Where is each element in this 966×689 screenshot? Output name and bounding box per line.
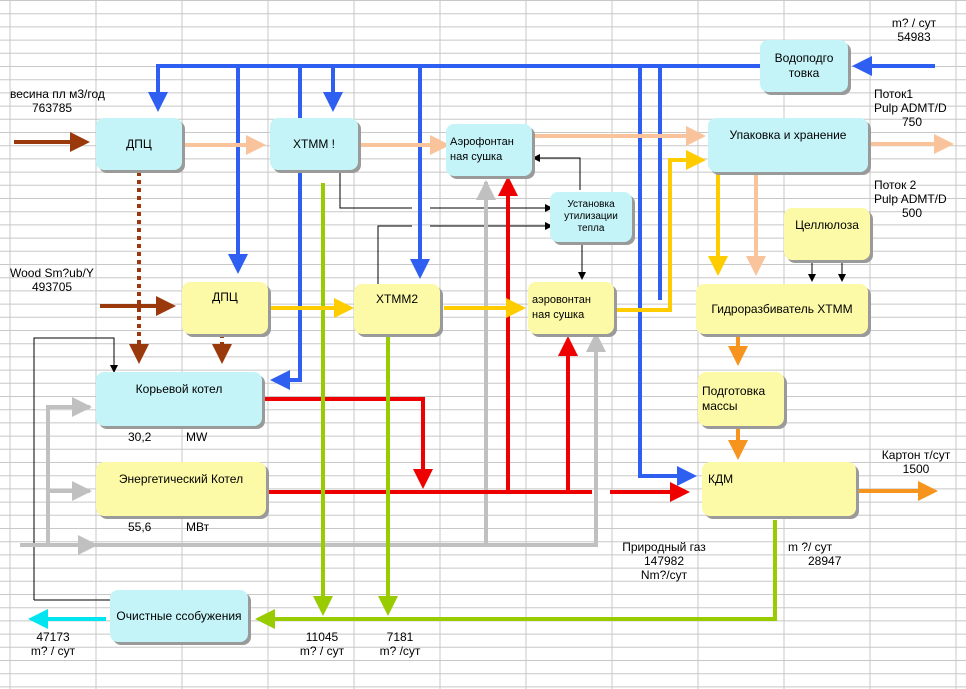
wood2-label: Wood Sm?ub/Y 493705 — [10, 266, 94, 294]
wood2-value: 493705 — [32, 280, 73, 294]
cellulose-label: Целлюлоза — [795, 218, 859, 232]
flow2-label: Поток 2 Pulp ADMT/D 500 — [874, 178, 947, 220]
gas-lines — [20, 180, 606, 555]
carton-unit: Картон т/сут — [881, 448, 951, 462]
kdm-effluent-label: m ?/ сут 28947 — [788, 540, 841, 568]
water-unit: m? / сут — [891, 16, 937, 30]
treatment-box: Очистные ссобужения — [110, 590, 248, 642]
water-input-label: m? / сут 54983 — [872, 16, 956, 44]
carton-value: 1500 — [902, 462, 930, 476]
ctmp2-label: ХТММ2 — [376, 292, 418, 306]
heat-recovery-label: Установка утилизации тепла — [564, 199, 618, 234]
outflow-value: 47173 — [36, 630, 70, 644]
flow2-unit: Pulp ADMT/D — [874, 192, 947, 206]
flow2-value: 500 — [902, 206, 923, 220]
dpc-bottom-label: ДПЦ — [212, 290, 238, 304]
ctmp2-effluent-label: 7181 m? /сут — [362, 630, 438, 658]
packing-label: Упаковка и хранение — [729, 128, 847, 142]
carton-output-label: Картон т/сут 1500 — [868, 448, 964, 476]
effluent-lines — [255, 183, 777, 629]
flow1-value: 750 — [902, 115, 923, 129]
aero-dryer1-label: Аэрофонтан ная сушка — [450, 136, 514, 163]
wood1-unit: весина пл м3/год — [10, 87, 105, 101]
bark-boiler-label: Корьевой котел — [135, 382, 223, 396]
kdm-box: КДМ — [702, 462, 856, 516]
power-boiler-unit: МВт — [186, 520, 210, 534]
flow1-label: Поток1 Pulp ADMT/D 750 — [874, 87, 947, 129]
outflow-unit: m? / сут — [30, 644, 76, 658]
bark-boiler-box: Корьевой котел — [96, 372, 262, 426]
gas-value: 147982 — [643, 554, 685, 568]
stock-prep-box: Подготовка массы — [698, 372, 784, 426]
water-value: 54983 — [897, 30, 931, 44]
hydropulper-label: Гидроразбиватель ХТММ — [711, 301, 853, 316]
ctmp2-box: ХТММ2 — [354, 284, 440, 334]
eff1-unit: m? / сут — [299, 644, 345, 658]
aero-dryer1-box: Аэрофонтан ная сушка — [446, 124, 532, 176]
gas-unit: Nm?/сут — [640, 568, 688, 582]
bark-power-unit: MW — [186, 430, 208, 444]
wood1-label: весина пл м3/год 763785 — [10, 87, 105, 115]
eff1-value: 11045 — [305, 630, 339, 644]
treatment-label: Очистные ссобужения — [116, 608, 242, 623]
aero-dryer2-box: аэровонтан ная сушка — [528, 282, 614, 334]
power-boiler-label: Энергетический Котел — [118, 472, 244, 486]
dpc-bottom-box: ДПЦ — [182, 282, 268, 334]
control-lines — [33, 154, 846, 601]
hydropulper-box: Гидроразбиватель ХТММ — [696, 284, 868, 334]
water-lines — [148, 56, 935, 486]
eff2-value: 7181 — [386, 630, 414, 644]
gas-name: Природный газ — [622, 540, 706, 554]
flow2-name: Поток 2 — [874, 178, 917, 192]
kdm-label: КДМ — [708, 472, 734, 486]
dpc-top-label: ДПЦ — [126, 136, 152, 151]
aero-dryer2-label: аэровонтан ная сушка — [532, 294, 591, 321]
ctmp1-box: ХТММ ! — [270, 118, 358, 170]
water-preparation-box: Водоподго товка — [760, 40, 848, 92]
wood2-unit: Wood Sm?ub/Y — [10, 266, 94, 280]
ctmp1-label: ХТММ ! — [293, 136, 335, 151]
eff2-unit: m? /сут — [379, 644, 421, 658]
power-boiler-value: 55,6 — [128, 520, 152, 534]
packing-box: Упаковка и хранение — [708, 118, 868, 172]
dpc-top-box: ДПЦ — [96, 118, 182, 170]
heat-recovery-box: Установка утилизации тепла — [550, 192, 632, 242]
ctmp1-effluent-label: 11045 m? / сут — [282, 630, 362, 658]
flow1-name: Поток1 — [874, 87, 913, 101]
cellulose-box: Целлюлоза — [784, 208, 870, 260]
pulp-lines — [184, 126, 954, 276]
water-preparation-label: Водоподго товка — [774, 51, 834, 80]
wood-lines — [14, 132, 232, 364]
bark-power-value: 30,2 — [128, 430, 152, 444]
kdm-effluent-value: 28947 — [808, 554, 842, 568]
natural-gas-label: Природный газ 147982 Nm?/сут — [614, 540, 714, 582]
power-boiler-box: Энергетический Котел — [96, 462, 266, 516]
wood1-value: 763785 — [32, 101, 73, 115]
steam-lines — [268, 150, 728, 318]
kdm-effluent-unit: m ?/ сут — [788, 540, 833, 554]
treated-outflow-label: 47173 m? / сут — [18, 630, 88, 658]
stock-prep-label: Подготовка массы — [702, 384, 766, 413]
product-lines — [728, 336, 938, 501]
flow1-unit: Pulp ADMT/D — [874, 101, 947, 115]
